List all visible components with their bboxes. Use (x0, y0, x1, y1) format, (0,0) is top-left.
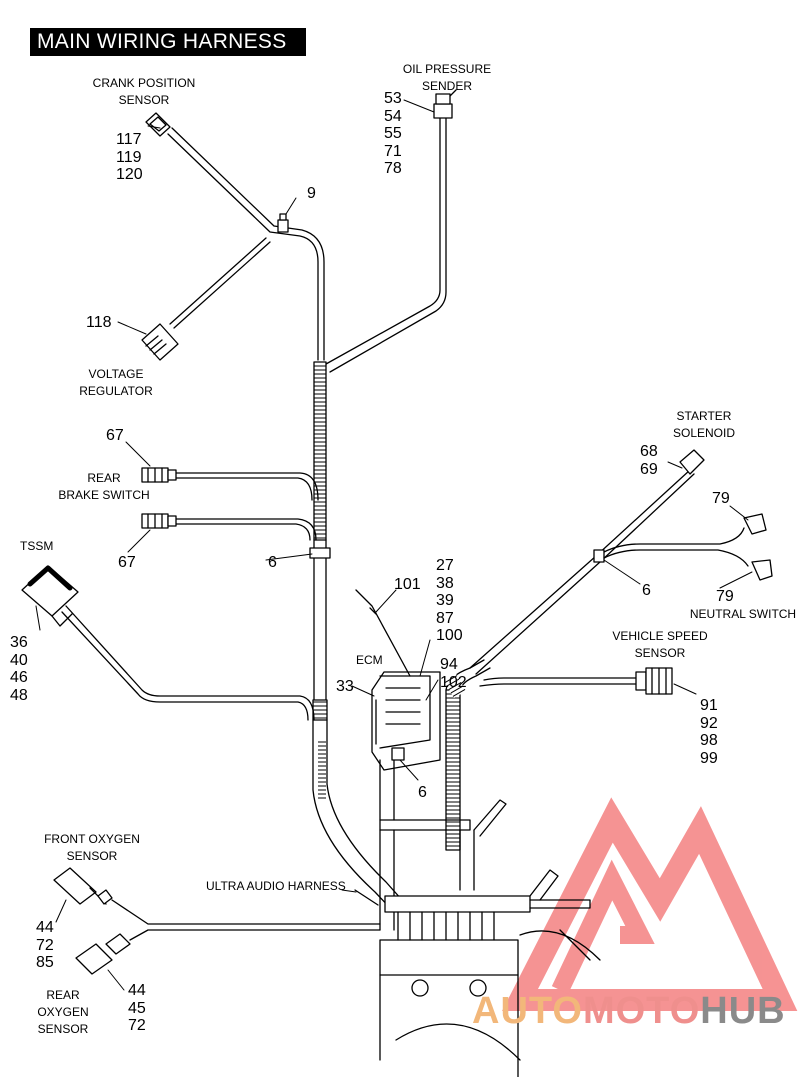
clip-6-mid-icon (309, 547, 331, 559)
neutral-switch-wire (603, 527, 749, 567)
label-ecm: ECM (356, 653, 383, 667)
tssm-module (21, 565, 79, 627)
main-trunk-curve (312, 719, 403, 911)
label-vehicle-speed-sensor: VEHICLE SPEED SENSOR (612, 629, 708, 660)
front-oxygen-connector (53, 867, 113, 905)
callout-clip-mid: 6 (268, 554, 277, 571)
vehicle-speed-wire (479, 677, 637, 687)
vehicle-speed-connector (635, 667, 673, 695)
neutral-switch-connector-lower (751, 559, 773, 581)
callout-ecm: 33 (336, 678, 354, 695)
main-trunk-conduit-lower (312, 699, 328, 721)
voltage-regulator-connector (141, 323, 179, 361)
label-crank-position-sensor: CRANK POSITION SENSOR (92, 76, 196, 107)
ultra-audio-harness (354, 889, 379, 906)
oil-pressure-wire (325, 117, 447, 373)
rear-oxygen-connector (75, 933, 131, 975)
right-conduit (445, 689, 461, 851)
callout-ecm-mount: 101 (394, 576, 421, 593)
watermark-text: AUTOMOTOHUB (472, 990, 786, 1032)
callout-brake-top: 67 (106, 427, 124, 444)
brake-switch-connector-upper (141, 467, 177, 483)
starter-solenoid-connector (679, 449, 705, 475)
crank-position-connector (145, 112, 171, 137)
oil-pressure-connector (433, 89, 457, 119)
label-neutral-switch: NEUTRAL SWITCH (689, 607, 797, 621)
ecm-branch (379, 759, 395, 821)
neutral-switch-connector-upper (743, 513, 767, 535)
clip-6-right-icon (593, 549, 605, 563)
frame-structure (379, 799, 601, 1077)
watermark-logo (502, 797, 798, 1011)
voltage-regulator-wire (169, 237, 271, 329)
callout-voltage: 118 (86, 314, 112, 331)
clip-6-ecm-icon (391, 747, 405, 761)
label-starter-solenoid: STARTER SOLENOID (672, 409, 735, 440)
label-rear-brake-switch: REAR BRAKE SWITCH (58, 471, 150, 502)
leader-lines (35, 99, 753, 991)
page-title: MAIN WIRING HARNESS (30, 28, 306, 56)
ecm-mount-strap (355, 589, 411, 677)
callout-clip-top: 9 (307, 185, 316, 202)
label-tssm: TSSM (20, 539, 54, 553)
callout-neutral-bottom: 79 (716, 588, 734, 605)
label-rear-oxygen-sensor: REAR OXYGEN SENSOR (37, 988, 89, 1036)
callout-ecm-clip: 6 (418, 784, 427, 801)
brake-switch-connector-lower (141, 513, 177, 529)
main-trunk-conduit-upper (313, 361, 327, 541)
label-front-oxygen-sensor: FRONT OXYGEN SENSOR (44, 832, 140, 863)
label-voltage-regulator: VOLTAGE REGULATOR (79, 367, 153, 398)
callout-brake-bottom: 67 (118, 554, 136, 571)
callout-neutral-top: 79 (712, 490, 730, 507)
clip-9-icon (277, 213, 289, 233)
callout-clip-right: 6 (642, 582, 651, 599)
ecm-module (371, 671, 441, 771)
label-ultra-audio-harness: ULTRA AUDIO HARNESS (206, 879, 346, 893)
rear-brake-switch-wires (175, 472, 319, 541)
tssm-wire (61, 605, 315, 721)
label-oil-pressure-sender: OIL PRESSURE SENDER (402, 62, 492, 93)
oxygen-sensor-wire (111, 899, 381, 941)
crank-sensor-wire (167, 127, 325, 361)
